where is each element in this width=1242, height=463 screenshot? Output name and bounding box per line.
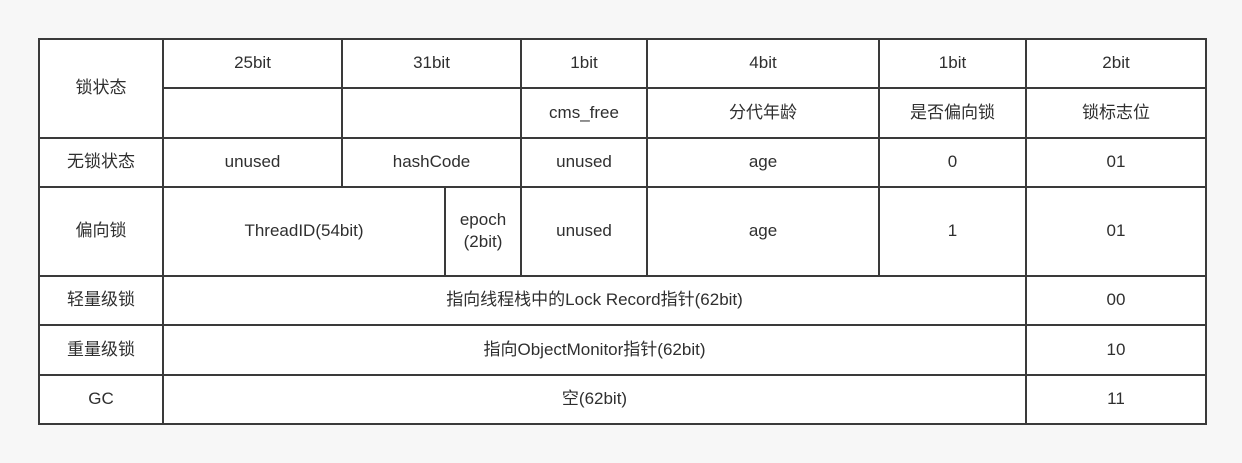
cell-unlocked-unused: unused — [162, 136, 343, 189]
cell-unlocked-hashcode: hashCode — [341, 136, 522, 189]
cell-lightweight-lock-flag: 00 — [1025, 274, 1207, 327]
table-header-row-bitwidths: 锁状态 25bit 31bit 1bit 4bit 1bit 2bit — [38, 37, 1207, 139]
header-cell-field-lock-flag: 锁标志位 — [1025, 87, 1207, 139]
cell-gc-lock-flag: 11 — [1025, 373, 1207, 426]
header-cell-field-age: 分代年龄 — [646, 87, 880, 139]
table-row-unlocked: 无锁状态 unused hashCode unused age 0 01 — [38, 136, 1207, 189]
table-row-lightweight-lock: 轻量级锁 指向线程栈中的Lock Record指针(62bit) 00 — [38, 274, 1207, 327]
header-cell-field-unused-1 — [162, 87, 343, 139]
table-header-row-fieldnames: cms_free 分代年龄 是否偏向锁 锁标志位 — [39, 87, 1207, 139]
table-row-heavyweight-lock: 重量级锁 指向ObjectMonitor指针(62bit) 10 — [38, 324, 1207, 376]
table-row-biased-lock: 偏向锁 ThreadID(54bit) epoch (2bit) unused … — [38, 186, 1207, 277]
cell-heavyweight-pointer: 指向ObjectMonitor指针(62bit) — [162, 324, 1027, 376]
row-label-gc: GC — [38, 373, 164, 426]
row-label-unlocked: 无锁状态 — [38, 136, 164, 189]
cell-biased-lock-flag: 01 — [1025, 186, 1207, 277]
cell-biased-threadid: ThreadID(54bit) — [162, 186, 446, 277]
header-cell-bitwidth-25: 25bit — [162, 37, 343, 90]
header-cell-lock-state: 锁状态 — [38, 38, 164, 139]
header-cell-field-biased: 是否偏向锁 — [878, 87, 1027, 139]
row-label-heavyweight-lock: 重量级锁 — [38, 324, 164, 376]
row-label-lightweight-lock: 轻量级锁 — [38, 274, 164, 327]
cell-unlocked-biased: 0 — [878, 136, 1027, 189]
header-cell-bitwidth-1: 1bit — [520, 37, 648, 90]
cell-lightweight-pointer: 指向线程栈中的Lock Record指针(62bit) — [162, 274, 1027, 327]
cell-biased-age: age — [646, 186, 880, 277]
mark-word-layout-table: 锁状态 25bit 31bit 1bit 4bit 1bit 2bit cms_… — [38, 37, 1207, 426]
cell-unlocked-cms-free: unused — [520, 136, 648, 189]
cell-heavyweight-lock-flag: 10 — [1025, 324, 1207, 376]
header-cell-field-unused-2 — [341, 87, 522, 139]
header-cell-bitwidth-4: 4bit — [646, 37, 880, 90]
header-cell-field-cms-free: cms_free — [520, 87, 648, 139]
table-row-gc: GC 空(62bit) 11 — [38, 373, 1207, 426]
cell-biased-biasflag: 1 — [878, 186, 1027, 277]
header-cell-bitwidth-1b: 1bit — [878, 37, 1027, 90]
header-cell-bitwidth-31: 31bit — [341, 37, 522, 90]
cell-unlocked-lock-flag: 01 — [1025, 136, 1207, 189]
row-label-biased-lock: 偏向锁 — [38, 186, 164, 277]
header-cell-bitwidth-2: 2bit — [1025, 37, 1207, 90]
cell-biased-epoch: epoch (2bit) — [444, 186, 522, 277]
cell-gc-empty: 空(62bit) — [162, 373, 1027, 426]
cell-biased-unused: unused — [520, 186, 648, 277]
cell-unlocked-age: age — [646, 136, 880, 189]
